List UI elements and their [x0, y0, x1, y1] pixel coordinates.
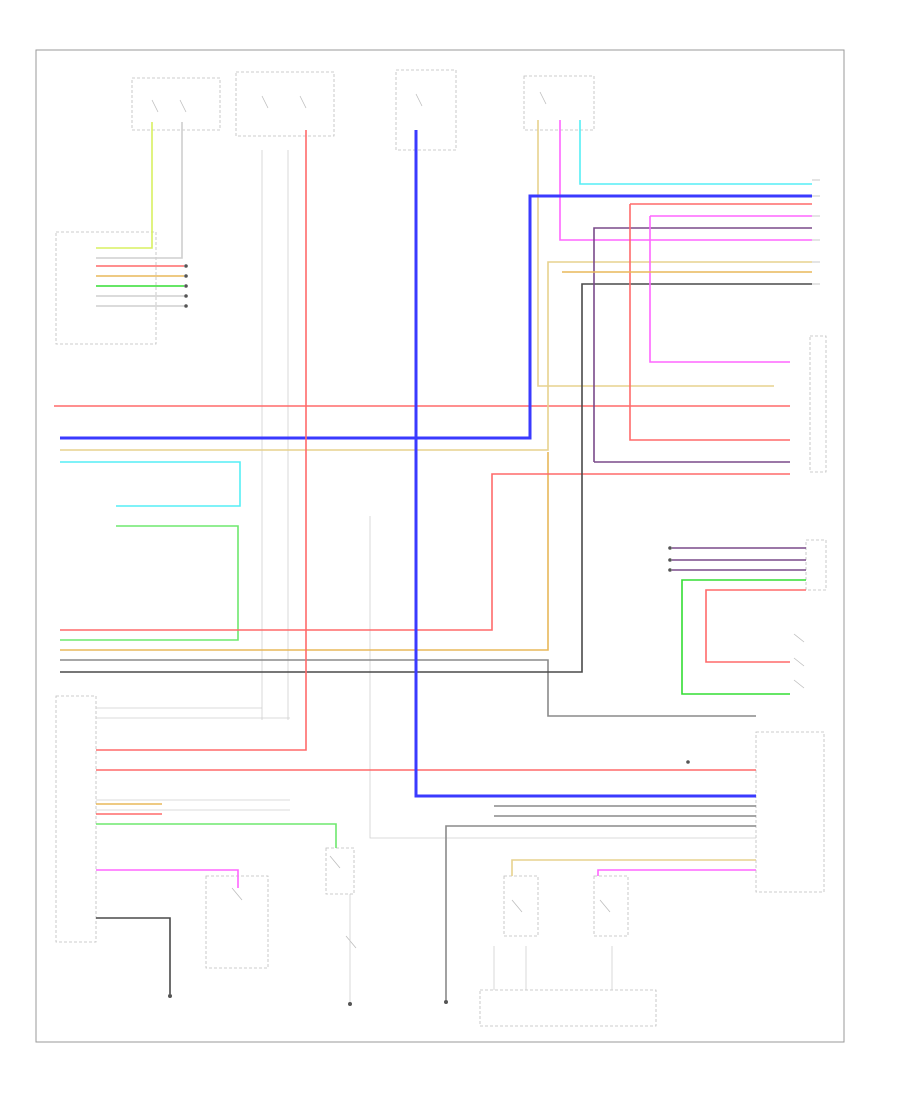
lower-module-wires [96, 760, 690, 1006]
switch-module-wires [668, 546, 806, 695]
switch-symbols [231, 633, 805, 949]
main-power-wires [96, 130, 756, 798]
auxiliary-wires [96, 150, 756, 839]
control-module-wires [96, 264, 188, 308]
component-boxes [55, 231, 827, 1027]
diagram-frame [35, 49, 845, 1043]
fuse-box-group [131, 69, 595, 151]
sensor-harness-wires [445, 805, 756, 1000]
horizontal-bus-wires [54, 194, 812, 717]
connector-ticks [812, 179, 820, 285]
vertical-feeds [96, 120, 812, 387]
